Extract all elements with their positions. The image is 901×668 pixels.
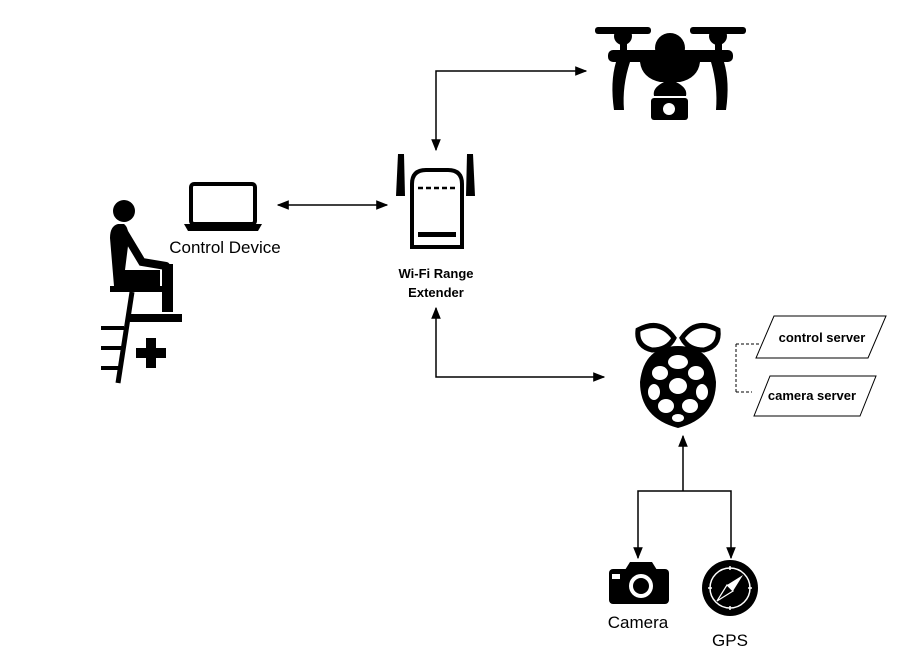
wifi-extender-icon	[396, 154, 475, 249]
gps-label: GPS	[712, 631, 748, 650]
laptop-icon	[184, 182, 262, 231]
router-drone-link	[431, 66, 588, 152]
camera-label: Camera	[608, 613, 669, 632]
control-device-label: Control Device	[169, 238, 281, 257]
control-server-label: control server	[779, 330, 866, 345]
router-label-line1: Wi-Fi Range	[399, 266, 474, 281]
lifeguard-chair-icon	[101, 200, 182, 384]
router-pi-link	[431, 306, 606, 382]
compass-icon	[702, 560, 758, 616]
pi-camera-link	[633, 490, 683, 560]
server-connector	[735, 343, 760, 393]
pi-gps-link	[683, 490, 736, 560]
camera-icon	[609, 562, 669, 604]
camera-server-box	[753, 375, 877, 417]
router-label-line2: Extender	[408, 285, 464, 300]
camera-server-label: camera server	[768, 388, 856, 403]
control-server-box	[755, 315, 887, 359]
raspberry-pi-icon	[635, 323, 721, 428]
drone-camera-icon	[595, 27, 746, 120]
